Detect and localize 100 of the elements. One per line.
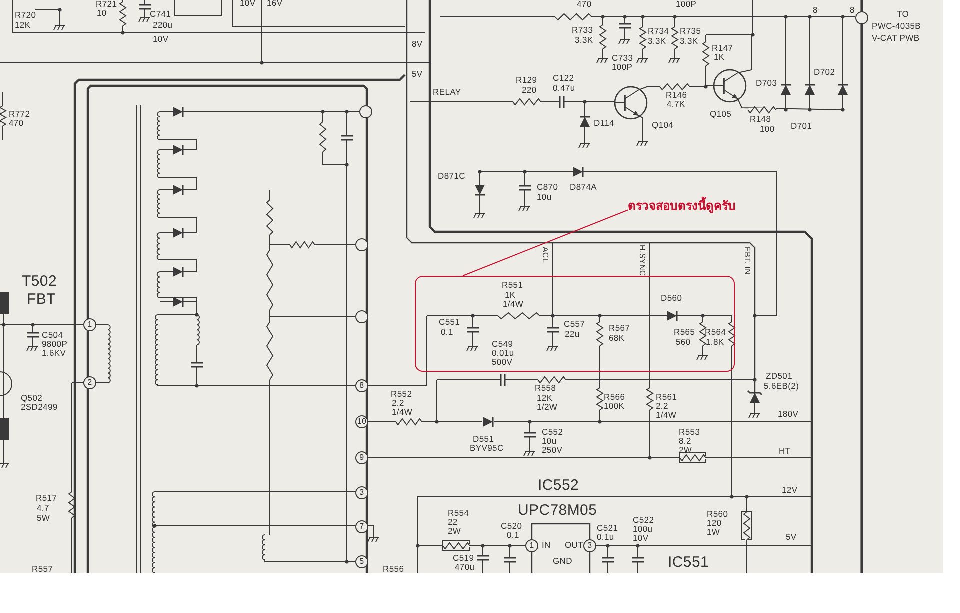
component-label: BYV95C — [470, 444, 504, 453]
component-label: 1W — [707, 528, 720, 537]
component-label: 120 — [707, 519, 722, 528]
component-label: IC551 — [668, 555, 710, 571]
component-label: C551 — [439, 318, 460, 327]
component-label: 2.2 — [392, 399, 404, 408]
component-label: D871C — [438, 172, 466, 181]
pin-number: 5 — [360, 558, 364, 566]
component-label: R735 — [680, 27, 702, 36]
component-label: 3.3K — [648, 37, 666, 46]
component-label: 250V — [542, 446, 563, 455]
component-label: 8 — [850, 6, 855, 15]
component-label: C741 — [150, 10, 172, 19]
component-label: 3.3K — [575, 36, 594, 45]
component-label: 100 — [760, 125, 775, 134]
component-label: R148 — [750, 115, 772, 124]
component-label: 0.47u — [553, 84, 576, 93]
component-label: 12K — [537, 394, 553, 403]
component-label: IN — [542, 541, 551, 550]
component-label: C519 — [453, 554, 474, 563]
signal-label: ACL — [541, 247, 550, 264]
component-label: 2W — [448, 527, 462, 536]
component-label: 0.1 — [507, 531, 520, 540]
component-label: TO — [897, 10, 910, 19]
component-label: 10u — [542, 437, 557, 446]
component-label: 5W — [37, 514, 50, 523]
component-label: 470 — [577, 0, 592, 9]
component-label: R146 — [666, 91, 688, 100]
component-label: 560 — [676, 338, 691, 347]
component-label: R565 — [674, 328, 696, 337]
component-label: C870 — [537, 183, 558, 192]
component-label: 1K — [714, 53, 725, 62]
component-label: 1/4W — [656, 411, 677, 420]
component-label: R564 — [705, 328, 726, 337]
component-label: FBT — [27, 292, 56, 308]
component-label: 3.3K — [680, 37, 698, 46]
component-label: C549 — [492, 340, 514, 349]
component-label: V-CAT PWB — [872, 34, 920, 43]
component-label: C504 — [42, 331, 64, 340]
component-label: R558 — [535, 384, 556, 393]
component-label: C552 — [542, 428, 564, 437]
highlight-box — [415, 276, 735, 372]
component-label: 0.1u — [597, 533, 614, 542]
component-label: UPC78M05 — [518, 503, 598, 519]
component-label: D114 — [594, 119, 614, 128]
net-label: RELAY — [433, 88, 462, 97]
component-label: R557 — [32, 565, 54, 574]
component-label: 10V — [240, 0, 256, 8]
component-label: 1/2W — [537, 403, 558, 412]
component-label: R772 — [9, 110, 30, 119]
pin-number: 3 — [588, 542, 592, 550]
pin-number: 8 — [360, 382, 364, 390]
net-label: 5V — [786, 533, 797, 542]
component-label: 2SD2499 — [21, 403, 58, 412]
pin-number: 2 — [88, 379, 92, 387]
component-label: 8.2 — [679, 437, 692, 446]
component-label: T502 — [22, 274, 57, 290]
component-label: 10V — [153, 35, 169, 44]
component-label: Q502 — [21, 394, 43, 403]
component-label: 5.6EB(2) — [764, 382, 800, 391]
component-label: D702 — [814, 68, 836, 77]
component-label: 470 — [9, 119, 24, 128]
component-label: 9800P — [42, 340, 68, 349]
pin-number: 1 — [530, 542, 534, 550]
component-label: 1K — [505, 291, 516, 300]
signal-label: H.SYNC — [638, 245, 647, 276]
net-label: 12V — [782, 486, 798, 495]
component-label: Q105 — [710, 110, 732, 119]
net-label: 5V — [412, 70, 423, 79]
component-label: R734 — [648, 27, 670, 36]
component-label: 2.2 — [656, 402, 668, 411]
component-label: C122 — [553, 74, 574, 83]
component-label: 8 — [813, 6, 818, 15]
component-label: 22u — [565, 330, 580, 339]
component-label: 10V — [633, 534, 649, 543]
signal-label: FBT. IN — [743, 247, 752, 276]
component-label: 0.01u — [492, 349, 514, 358]
component-label: 100P — [676, 0, 697, 9]
component-label: 1.8K — [706, 338, 724, 347]
component-label: 4.7K — [667, 100, 686, 109]
component-label: C733 — [612, 54, 634, 63]
component-label: 10u — [537, 193, 552, 202]
net-label: HT — [779, 447, 791, 456]
component-label: R517 — [36, 494, 58, 503]
component-label: R733 — [572, 26, 594, 35]
component-label: ZD501 — [766, 372, 793, 381]
component-label: 220u — [153, 21, 173, 30]
net-label: 8V — [412, 40, 423, 49]
component-label: 500V — [492, 358, 513, 367]
component-label: 1/4W — [503, 300, 524, 309]
component-label: C520 — [501, 522, 522, 531]
component-label: 16V — [267, 0, 283, 8]
component-label: 2W — [679, 446, 692, 455]
component-label: R551 — [502, 281, 524, 290]
component-label: D703 — [756, 79, 778, 88]
component-label: 220 — [522, 86, 537, 95]
component-label: 100P — [612, 63, 633, 72]
component-label: 0.1 — [441, 328, 454, 337]
component-label: R129 — [516, 76, 538, 85]
component-label: IC552 — [538, 478, 580, 494]
